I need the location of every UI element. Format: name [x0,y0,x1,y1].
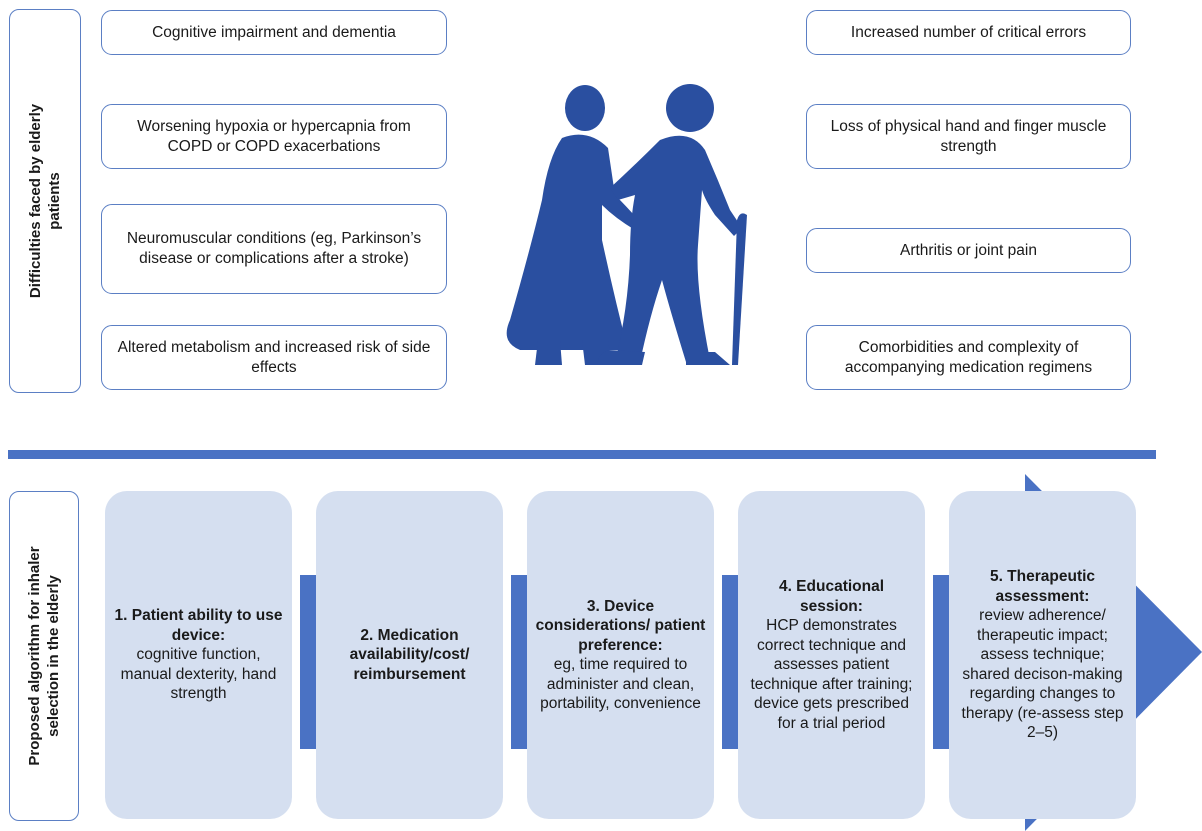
algorithm-label-line1: Proposed algorithm for inhaler [26,546,43,766]
difficulty-box-muscle-strength: Loss of physical hand and finger muscle … [806,104,1131,169]
difficulty-box-cognitive: Cognitive impairment and dementia [101,10,447,55]
algorithm-label-line2: selection in the elderly [45,575,62,737]
step-3-device-considerations: 3. Device considerations/ patient prefer… [527,491,714,819]
step-title: 1. Patient ability to use device: [114,607,283,644]
step-connector [933,575,949,749]
difficulty-box-arthritis: Arthritis or joint pain [806,228,1131,273]
difficulty-box-critical-errors: Increased number of critical errors [806,10,1131,55]
step-body: review adherence/ therapeutic impact; as… [961,607,1124,742]
algorithm-side-label: Proposed algorithm for inhaler selection… [9,491,79,821]
step-4-educational-session: 4. Educational session: HCP demonstrates… [738,491,925,819]
difficulty-box-comorbidities: Comorbidities and complexity of accompan… [806,325,1131,390]
step-title: 4. Educational session: [778,578,885,615]
step-5-therapeutic-assessment: 5. Therapeutic assessment: review adhere… [949,491,1136,819]
difficulties-label-line1: Difficulties faced by elderly [27,103,44,299]
section-divider [8,450,1156,459]
step-title: 5. Therapeutic assessment: [989,568,1096,605]
step-connector [511,575,527,749]
step-title: 3. Device considerations/ patient prefer… [535,597,706,654]
difficulty-box-hypoxia: Worsening hypoxia or hypercapnia from CO… [101,104,447,169]
step-body: HCP demonstrates correct technique and a… [750,617,913,732]
step-body: eg, time required to administer and clea… [540,656,701,712]
step-title: 2. Medication availability/cost/ reimbur… [349,626,470,683]
step-connector [722,575,738,749]
elderly-couple-with-cane-icon [506,84,747,365]
step-body: cognitive function, manual dexterity, ha… [120,646,277,703]
step-1-patient-ability: 1. Patient ability to use device: cognit… [105,491,292,819]
difficulty-box-neuromuscular: Neuromuscular conditions (eg, Parkinson’… [101,204,447,294]
difficulty-box-metabolism: Altered metabolism and increased risk of… [101,325,447,390]
step-connector [300,575,316,749]
difficulties-side-label: Difficulties faced by elderly patients [9,9,81,393]
difficulties-label-line2: patients [46,172,63,230]
step-2-medication-availability: 2. Medication availability/cost/ reimbur… [316,491,503,819]
